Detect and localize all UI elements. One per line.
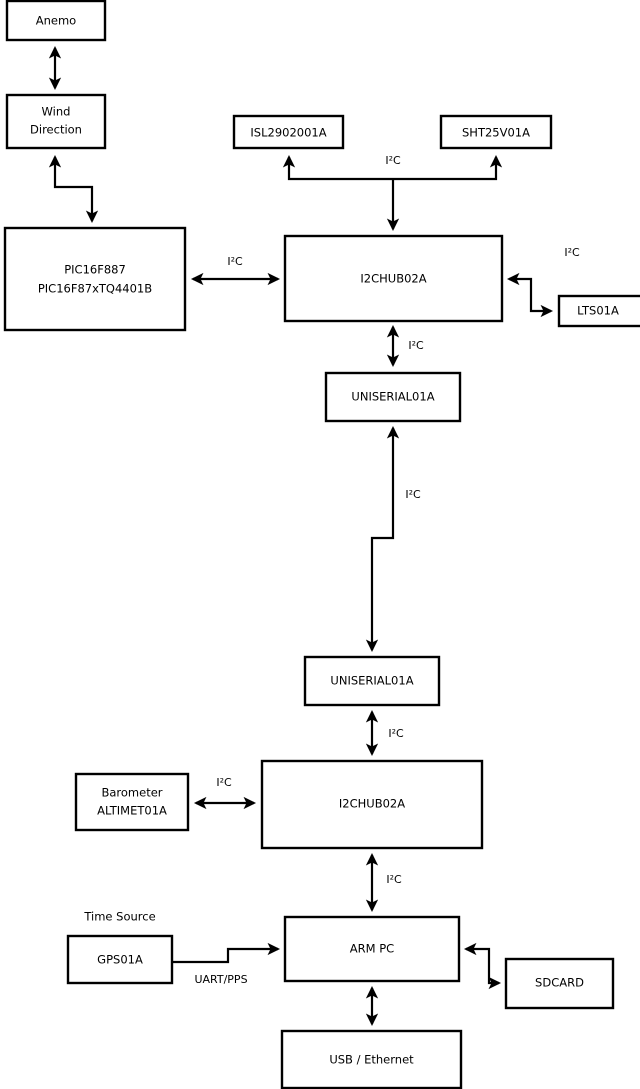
edge-label-pic-hub: I²C	[227, 255, 243, 268]
node-barometer-altimet01a[interactable]: Barometer ALTIMET01A	[74, 772, 190, 832]
connector-wind-pic	[48, 154, 99, 224]
node-gps01a-label: GPS01A	[97, 953, 143, 967]
node-uniserial01a-bottom-label: UNISERIAL01A	[330, 674, 413, 688]
node-barometer-label-line1: Barometer	[101, 786, 162, 800]
connector-armpc-sdcard	[463, 942, 502, 990]
node-anemo[interactable]: Anemo	[5, 0, 107, 42]
connector-hubtop-isl	[282, 154, 393, 181]
node-pic-mcu-label-line1: PIC16F887	[64, 263, 126, 277]
node-uniserial01a-top[interactable]: UNISERIAL01A	[324, 371, 462, 423]
label-time-source: Time Source	[83, 910, 155, 924]
edge-label-uniserial-link: I²C	[405, 488, 421, 501]
edge-label-isl-sht-bus: I²C	[385, 154, 401, 167]
node-barometer-label-line2: ALTIMET01A	[97, 804, 167, 818]
edge-label-uniserial-bot-hub: I²C	[388, 727, 404, 740]
node-sht25v01a-label: SHT25V01A	[462, 126, 530, 140]
free-label-layer: Time Source	[83, 910, 155, 924]
node-isl2902001a[interactable]: ISL2902001A	[232, 114, 345, 150]
node-wind-direction-label-line1: Wind	[42, 105, 71, 119]
node-isl2902001a-label: ISL2902001A	[250, 126, 326, 140]
edge-label-hub-lts: I²C	[564, 246, 580, 259]
node-i2chub02a-bottom-label: I2CHUB02A	[339, 797, 405, 811]
node-i2chub02a-top-label: I2CHUB02A	[360, 272, 426, 286]
edge-label-hub-uniserial-top: I²C	[408, 339, 424, 352]
node-arm-pc[interactable]: ARM PC	[283, 915, 461, 983]
node-arm-pc-label: ARM PC	[350, 942, 394, 956]
node-uniserial01a-top-label: UNISERIAL01A	[351, 390, 434, 404]
edge-label-barometer-hub: I²C	[216, 776, 232, 789]
node-gps01a[interactable]: GPS01A	[66, 934, 174, 985]
node-usb-ethernet[interactable]: USB / Ethernet	[280, 1029, 463, 1089]
edge-label-hub-armpc: I²C	[386, 873, 402, 886]
connector-gps-armpc	[172, 942, 281, 964]
node-usb-ethernet-label: USB / Ethernet	[329, 1053, 414, 1067]
node-i2chub02a-top[interactable]: I2CHUB02A	[283, 234, 504, 323]
node-lts01a[interactable]: LTS01A	[557, 294, 640, 328]
edge-label-layer: I²C I²C I²C I²C I²C I²C I²C I²C UART/PPS	[194, 154, 580, 986]
node-lts01a-label: LTS01A	[577, 304, 619, 318]
connector-uniserial-link	[365, 425, 400, 653]
node-uniserial01a-bottom[interactable]: UNISERIAL01A	[303, 655, 441, 707]
node-wind-direction-label-line2: Direction	[30, 123, 82, 137]
connector-layer	[48, 45, 554, 1027]
node-sdcard-label: SDCARD	[535, 976, 584, 990]
node-pic-mcu[interactable]: PIC16F887 PIC16F87xTQ4401B	[3, 226, 187, 332]
connector-hubtop-lts	[506, 272, 554, 318]
node-sdcard[interactable]: SDCARD	[504, 957, 615, 1010]
connector-hubtop-sht	[393, 154, 503, 181]
node-layer: Anemo Wind Direction PIC16F887 PIC16F87x…	[3, 0, 640, 1089]
node-sht25v01a[interactable]: SHT25V01A	[439, 114, 553, 150]
node-i2chub02a-bottom[interactable]: I2CHUB02A	[260, 759, 484, 850]
node-pic-mcu-label-line2: PIC16F87xTQ4401B	[38, 282, 152, 296]
edge-label-gps-armpc: UART/PPS	[194, 973, 247, 986]
node-wind-direction[interactable]: Wind Direction	[5, 93, 107, 150]
node-anemo-label: Anemo	[36, 14, 76, 28]
